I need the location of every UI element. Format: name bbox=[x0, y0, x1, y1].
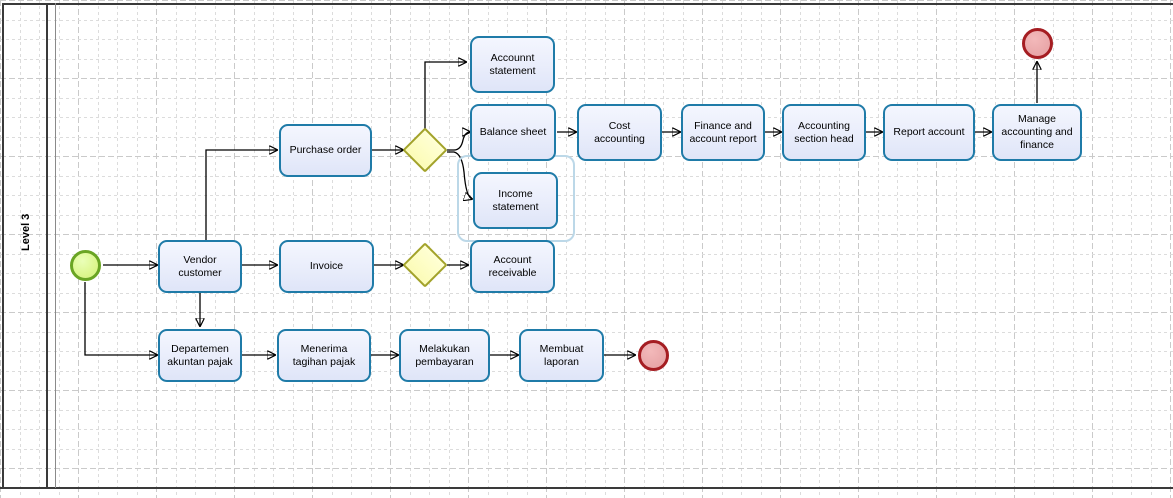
task-melakukan-pembayaran[interactable]: Melakukan pembayaran bbox=[399, 329, 490, 382]
task-vendor-customer[interactable]: Vendor customer bbox=[158, 240, 242, 293]
task-income-statement[interactable]: Income statement bbox=[473, 172, 558, 229]
task-cost-accounting[interactable]: Cost accounting bbox=[577, 104, 662, 161]
edge-gateway1-to-balance-sheet bbox=[447, 132, 470, 151]
pool-outer-border bbox=[2, 3, 4, 488]
task-manage-accounting-finance[interactable]: Manage accounting and finance bbox=[992, 104, 1082, 161]
lane-separator bbox=[55, 3, 56, 488]
task-invoice[interactable]: Invoice bbox=[279, 240, 374, 293]
task-accounting-section-head[interactable]: Accounting section head bbox=[782, 104, 866, 161]
task-membuat-laporan[interactable]: Membuat laporan bbox=[519, 329, 604, 382]
end-event-bottom[interactable] bbox=[638, 340, 669, 371]
edge-start-to-departemen bbox=[84, 282, 157, 355]
pool-top-border bbox=[2, 3, 1173, 5]
task-account-receivable[interactable]: Account receivable bbox=[470, 240, 555, 293]
task-balance-sheet[interactable]: Balance sheet bbox=[470, 104, 556, 161]
task-accounnt-statement[interactable]: Accounnt statement bbox=[470, 36, 555, 93]
task-report-account[interactable]: Report account bbox=[883, 104, 975, 161]
start-event[interactable] bbox=[70, 250, 101, 281]
edge-vendor-to-purchase bbox=[205, 150, 277, 240]
pool-bottom-border bbox=[0, 487, 1173, 489]
task-menerima-tagihan-pajak[interactable]: Menerima tagihan pajak bbox=[277, 329, 371, 382]
edge-gateway1-to-accounnt-statement bbox=[424, 62, 466, 130]
end-event-top[interactable] bbox=[1022, 28, 1053, 59]
pool-inner-border bbox=[46, 3, 48, 488]
edge-gateway1-to-income-statement bbox=[447, 151, 472, 199]
task-departemen-akuntan-pajak[interactable]: Departemen akuntan pajak bbox=[158, 329, 242, 382]
task-finance-account-report[interactable]: Finance and account report bbox=[681, 104, 765, 161]
task-purchase-order[interactable]: Purchase order bbox=[279, 124, 372, 177]
